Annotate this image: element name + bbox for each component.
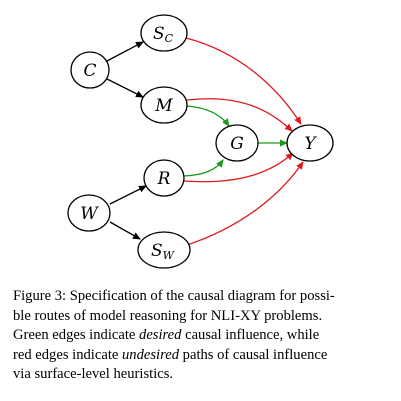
- node-c-label: C: [83, 61, 96, 81]
- node-m: M: [140, 86, 188, 124]
- edge-w-to-r: [109, 185, 147, 205]
- node-g-label: G: [230, 134, 244, 154]
- edge-c-to-sc: [106, 41, 144, 62]
- svg-text:SW: SW: [151, 241, 176, 262]
- node-w: W: [67, 194, 111, 232]
- causal-diagram: SC C M G Y R W SW: [67, 14, 334, 269]
- node-sw-sub: W: [163, 249, 176, 262]
- caption-line-3-end: causal influence, while: [181, 327, 320, 344]
- caption-line-5: via surface-level heuristics.: [13, 366, 174, 383]
- node-r: R: [143, 159, 185, 197]
- node-w-label: W: [80, 204, 99, 224]
- node-sw: SW: [137, 231, 191, 269]
- node-c: C: [70, 51, 110, 89]
- node-y-label: Y: [304, 134, 317, 154]
- edge-c-to-m: [106, 78, 144, 98]
- node-sw-main: S: [151, 241, 163, 261]
- node-sc-sub: C: [165, 32, 174, 45]
- edge-r-to-y: [183, 152, 294, 183]
- node-sc: SC: [140, 14, 188, 52]
- edge-w-to-sw: [109, 221, 141, 240]
- node-y: Y: [286, 124, 334, 162]
- node-g: G: [215, 124, 259, 162]
- edge-r-to-g: [183, 159, 224, 177]
- figure-caption: Figure 3: Specification of the causal di…: [13, 287, 389, 385]
- caption-line-4-start: red edges indicate: [13, 346, 122, 363]
- caption-line-3: Green edges indicate desired causal infl…: [13, 326, 389, 346]
- svg-text:SC: SC: [153, 24, 174, 45]
- caption-undesired-word: undesired: [122, 346, 180, 363]
- caption-line-1: Figure 3: Specification of the causal di…: [13, 288, 335, 304]
- caption-line-4: red edges indicate undesired paths of ca…: [13, 346, 389, 366]
- caption-line-3-start: Green edges indicate: [13, 327, 140, 344]
- caption-desired-word: desired: [139, 327, 182, 344]
- edge-m-to-g: [186, 105, 230, 127]
- caption-line-2: ble routes of model reasoning for NLI-XY…: [13, 307, 323, 324]
- edge-m-to-y: [186, 98, 293, 132]
- node-sc-main: S: [153, 24, 165, 44]
- edge-sc-to-y: [185, 37, 302, 125]
- caption-line-4-end: paths of causal influence: [179, 346, 328, 363]
- node-r-label: R: [157, 169, 171, 189]
- edge-sw-to-y: [186, 161, 304, 246]
- node-m-label: M: [154, 96, 173, 116]
